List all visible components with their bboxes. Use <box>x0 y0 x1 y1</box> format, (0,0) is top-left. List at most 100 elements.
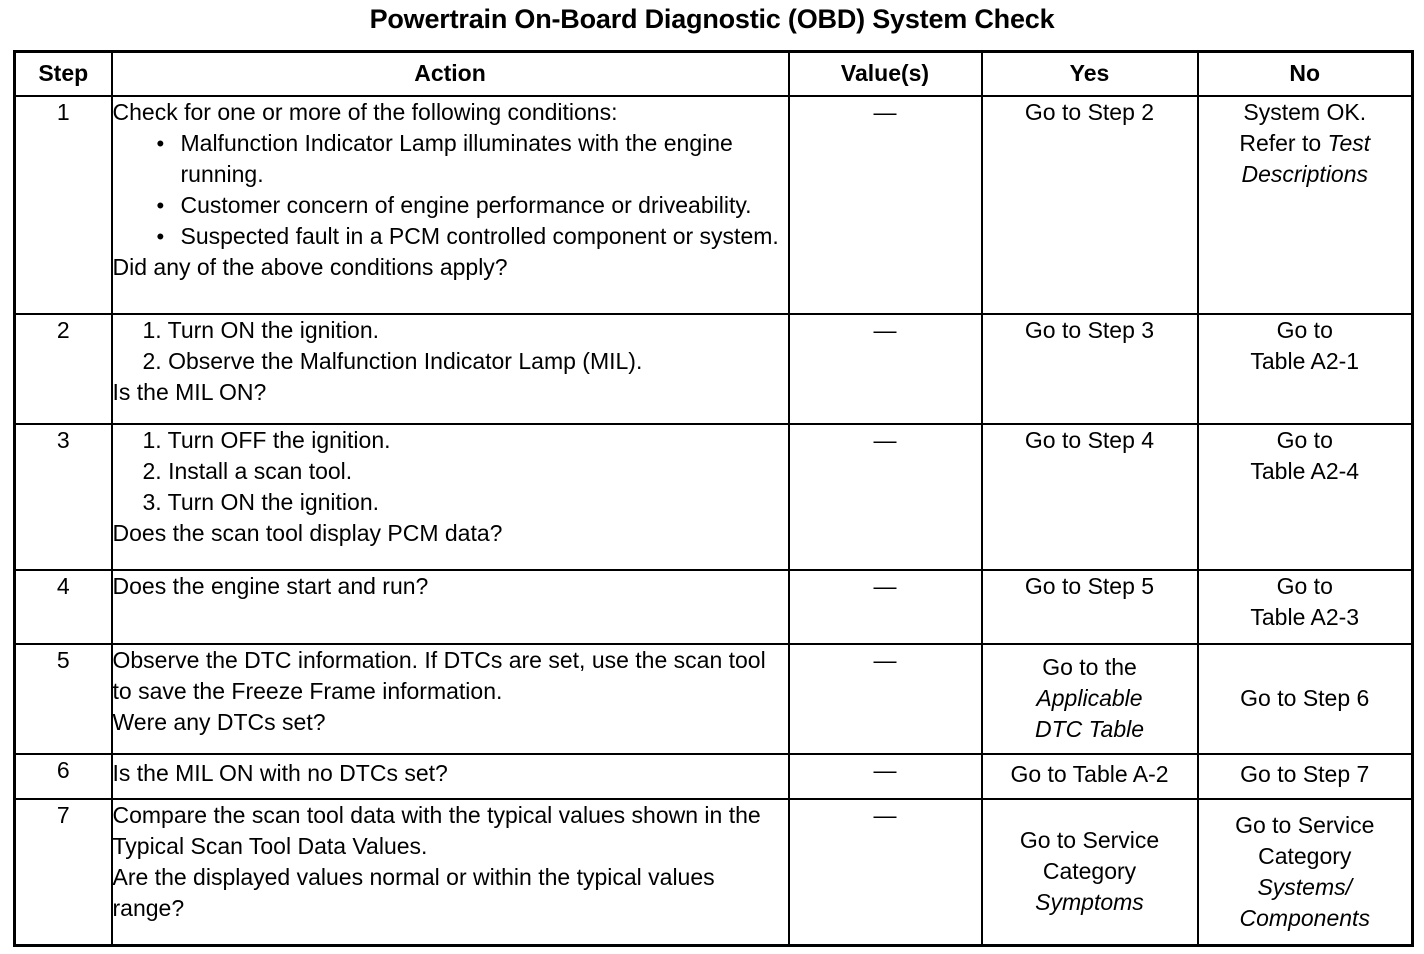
action-numbered-item: 1. Turn ON the ignition. <box>142 316 380 343</box>
column-header-action: Action <box>110 50 790 97</box>
action-bullet-text: Customer concern of engine performance o… <box>180 192 752 218</box>
yes-branch-cell: Go to Step 5 <box>980 568 1199 645</box>
table-row: 2 1. Turn ON the ignition. 2. Observe the … <box>13 312 1414 425</box>
step-number-cell: 1 <box>13 95 113 315</box>
bullet-dot-icon: • <box>156 131 165 156</box>
action-question-text: Were any DTCs set? <box>112 708 326 735</box>
value-cell: — <box>787 797 983 947</box>
no-branch-cell-line: System OK. <box>1243 99 1367 125</box>
yes-branch-cell-line: Go to Step 5 <box>1024 572 1155 599</box>
no-branch-line-italic: Test <box>1327 130 1371 156</box>
action-bullet-text: Suspected fault in a PCM controlled comp… <box>180 223 779 249</box>
no-branch-cell: Go to Step 6 <box>1196 642 1414 755</box>
yes-branch-cell-line: DTC Table <box>1034 716 1145 743</box>
action-bullet-item: •Customer concern of engine performance … <box>153 190 788 221</box>
action-cell: Check for one or more of the following c… <box>110 95 790 315</box>
yes-branch-cell: Go to Step 3 <box>980 312 1199 425</box>
action-question-text: Are the displayed values normal or withi… <box>112 863 715 921</box>
yes-branch-cell-line: Category <box>1042 858 1137 885</box>
action-lead-text: Is the MIL ON with no DTCs set? <box>112 759 448 786</box>
value-cell: — <box>787 95 983 315</box>
yes-branch-cell-line: Go to Step 2 <box>1024 99 1155 125</box>
action-bullet-item: • Suspected fault in a PCM controlled com… <box>153 221 788 252</box>
action-lead-text: Check for one or more of the following c… <box>112 99 618 125</box>
action-question-text: Did any of the above conditions apply? <box>112 254 508 280</box>
action-numbered-item: 3. Turn ON the ignition. <box>142 488 380 515</box>
action-lead-text: Does the engine start and run? <box>112 572 429 599</box>
no-branch-cell-line: Descriptions <box>1241 161 1369 187</box>
yes-branch-cell-line: Go to the <box>1042 654 1137 681</box>
action-numbered-item: 2. Observe the Malfunction Indicator Lam… <box>142 347 643 374</box>
yes-branch-cell-line: Applicable <box>1036 685 1143 712</box>
action-cell: Observe the DTC information. If DTCs are… <box>110 642 790 755</box>
column-header-value: Value(s) <box>787 50 983 97</box>
action-lead-text: Observe the DTC information. If DTCs are… <box>112 646 766 704</box>
action-cell: 1. Turn ON the ignition. 2. Observe the M… <box>110 312 790 425</box>
action-numbered-list: 1. Turn ON the ignition. 2. Observe the M… <box>113 315 788 377</box>
no-branch-cell-line: Go to <box>1276 426 1333 453</box>
no-branch-cell-line: Systems/ <box>1257 873 1353 900</box>
yes-branch-cell: Go to Step 4 <box>980 422 1199 571</box>
yes-branch-cell-line: Go to Table A-2 <box>1010 761 1169 788</box>
value-cell: — <box>787 422 983 571</box>
step-number-cell: 2 <box>13 312 113 425</box>
action-cell: 1. Turn OFF the ignition. 2. Install a sc… <box>110 422 790 571</box>
value-cell: — <box>787 752 983 800</box>
no-branch-cell-line: Table A2-3 <box>1250 603 1360 630</box>
no-branch-cell-line: Go to Service <box>1235 811 1375 838</box>
yes-branch-cell-line: Symptoms <box>1035 889 1144 916</box>
yes-branch-cell-line: Go to Service <box>1019 827 1160 854</box>
value-cell: — <box>787 642 983 755</box>
no-branch-cell-line: Go to Step 7 <box>1240 761 1370 788</box>
bullet-dot-icon: • <box>156 224 165 249</box>
column-header-yes: Yes <box>980 50 1199 97</box>
yes-branch-cell: Go to Step 2 <box>980 95 1199 315</box>
action-numbered-list: 1. Turn OFF the ignition. 2. Install a sc… <box>113 425 788 518</box>
table-header: Step Action Value(s) Yes No <box>13 50 1414 97</box>
no-branch-cell-line: Components <box>1239 904 1370 931</box>
no-branch-cell-line: Category <box>1258 842 1352 869</box>
action-bullet-item: • Malfunction Indicator Lamp illuminates … <box>153 128 788 190</box>
action-cell: Compare the scan tool data with the typi… <box>110 797 790 947</box>
yes-branch-cell-line: Go to Step 4 <box>1024 426 1155 453</box>
table-row: 3 1. Turn OFF the ignition. 2. Install a s… <box>13 422 1414 571</box>
no-branch-cell: Go to Table A2-4 <box>1196 422 1414 571</box>
column-header-no: No <box>1196 50 1414 97</box>
action-bullet-list: • Malfunction Indicator Lamp illuminates … <box>113 128 788 252</box>
no-branch-cell-line: Table A2-1 <box>1250 347 1360 374</box>
no-branch-cell-line: Table A2-4 <box>1250 457 1360 484</box>
action-bullet-text: Malfunction Indicator Lamp illuminates w… <box>180 130 733 187</box>
yes-branch-cell-line: Go to Step 3 <box>1024 316 1155 343</box>
no-branch-cell-line: Refer to Test <box>1199 128 1412 159</box>
page-title: Powertrain On-Board Diagnostic (OBD) Sys… <box>369 4 1055 34</box>
action-cell: Is the MIL ON with no DTCs set? <box>110 752 790 800</box>
value-cell: — <box>787 312 983 425</box>
no-branch-cell: Go to Step 7 <box>1196 752 1414 800</box>
table-header-row: Step Action Value(s) Yes No <box>13 50 1414 97</box>
action-numbered-item: 2. Install a scan tool. <box>142 457 353 484</box>
step-number-cell: 5 <box>13 642 113 755</box>
step-number-cell: 3 <box>13 422 113 571</box>
action-numbered-item: 1. Turn OFF the ignition. <box>142 426 391 453</box>
step-number-cell: 4 <box>13 568 113 645</box>
yes-branch-cell: Go to Table A-2 <box>980 752 1199 800</box>
step-number-cell: 7 <box>13 797 113 947</box>
value-cell: — <box>787 568 983 645</box>
action-question-text: Does the scan tool display PCM data? <box>112 519 503 546</box>
no-branch-cell-line: Go to Step 6 <box>1240 685 1370 712</box>
